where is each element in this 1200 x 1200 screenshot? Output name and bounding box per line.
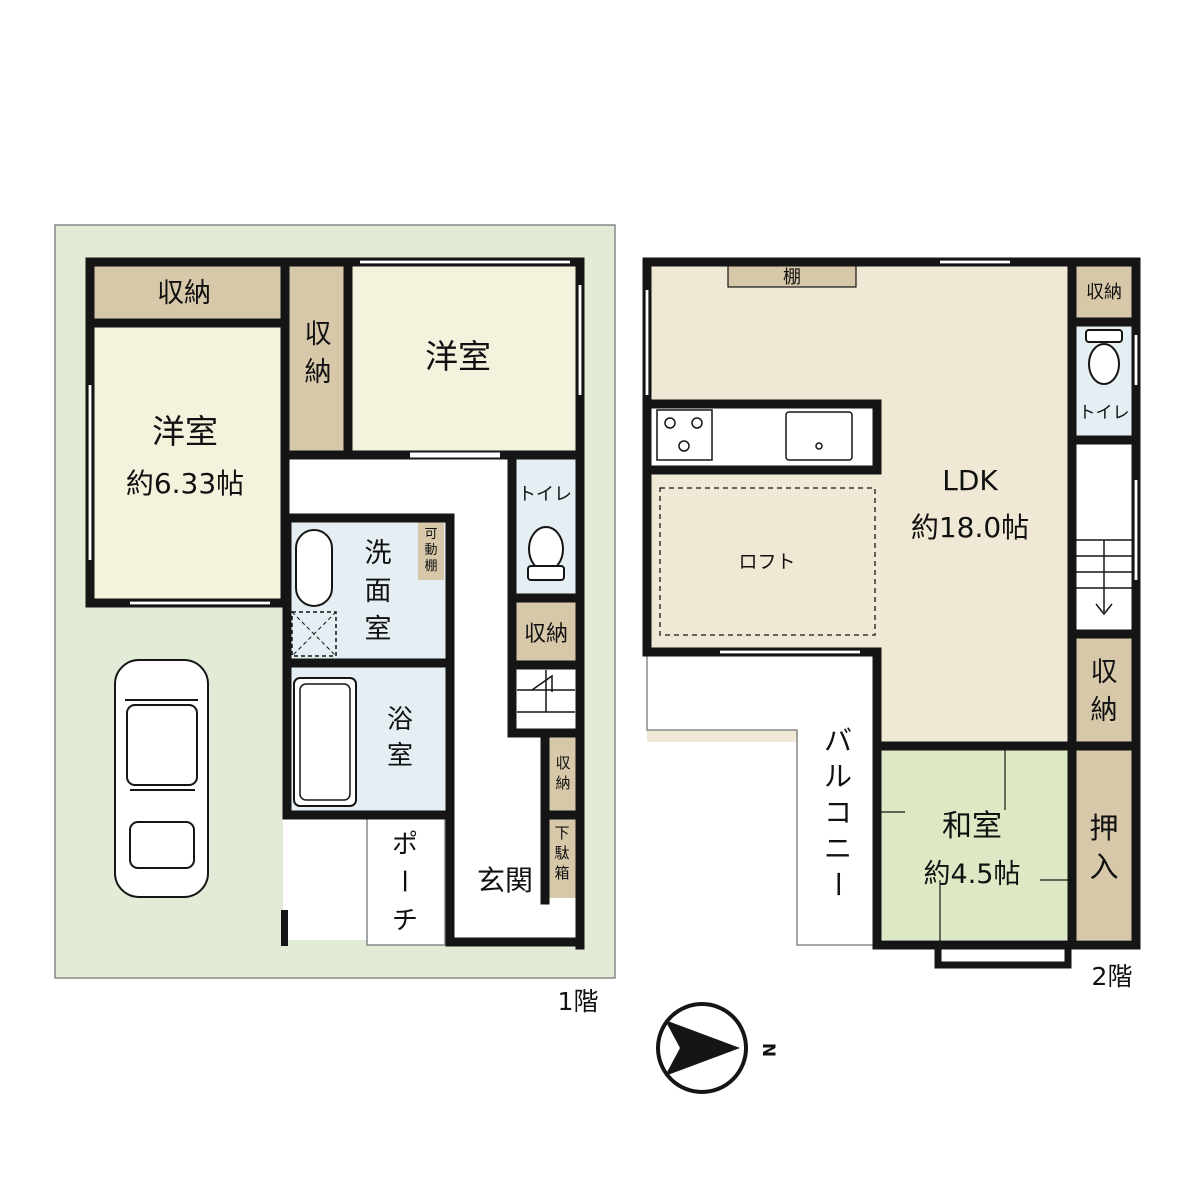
storage-mid-label: 収 納 — [1091, 657, 1118, 726]
bathtub — [293, 677, 357, 807]
japanese-room — [877, 748, 1072, 940]
porch-area — [366, 817, 446, 946]
floor-2 — [642, 257, 1141, 969]
closet-label: 押 入 — [1089, 811, 1118, 884]
car-icon — [114, 659, 209, 898]
svg-text:押: 押 — [1089, 811, 1118, 845]
storage-top-left — [90, 262, 283, 323]
loft-area — [659, 487, 876, 636]
japanese-room-area: 約4.5帖 — [924, 859, 1021, 890]
storage-mid-right — [1072, 634, 1136, 744]
svg-text:洗: 洗 — [365, 538, 392, 569]
washroom-label: 洗 面 室 — [365, 538, 392, 645]
svg-text:浴: 浴 — [387, 705, 413, 735]
svg-text:ル: ル — [824, 760, 852, 793]
shelf-label: 棚 — [783, 267, 801, 288]
storage-top-label: 収納 — [157, 278, 211, 309]
compass-arrow-icon: N — [656, 1002, 778, 1094]
window-sill-2f — [934, 941, 1072, 969]
storage-stair-label: 収納 — [524, 622, 568, 647]
movable-shelf-box — [418, 522, 444, 580]
svg-text:可: 可 — [424, 527, 437, 542]
washing-machine-space — [291, 611, 337, 657]
svg-text:室: 室 — [387, 741, 413, 771]
loft-label: ロフト — [738, 551, 795, 573]
shoe-box-label: 下 駄 箱 — [554, 824, 569, 882]
ldk-lower — [877, 650, 1072, 745]
floor-1 — [54, 224, 616, 979]
toilet-icon-2f — [1085, 329, 1123, 385]
toilet-icon-1f — [527, 526, 565, 581]
windows-floor-1 — [87, 259, 583, 606]
toilet-label-1f: トイレ — [518, 484, 572, 505]
movable-shelf-label: 可 動 棚 — [424, 527, 437, 574]
western-room-right-label: 洋室 — [425, 337, 491, 376]
stairs-floor-1 — [517, 670, 575, 713]
svg-text:箱: 箱 — [554, 864, 569, 882]
stove-icon — [656, 409, 713, 461]
storage-side — [288, 262, 348, 455]
ldk-name: LDK — [942, 464, 998, 497]
svg-text:室: 室 — [365, 614, 392, 645]
floor-2-label: 2階 — [1092, 962, 1133, 991]
toilet-label-2f: トイレ — [1079, 403, 1130, 423]
kitchen-sink-icon — [785, 411, 853, 461]
svg-text:下: 下 — [554, 824, 569, 842]
floor-1-label: 1階 — [558, 987, 599, 1016]
entrance-label: 玄関 — [477, 864, 533, 897]
svg-text:納: 納 — [555, 774, 570, 792]
window-lines-floor-1 — [87, 259, 583, 606]
bath-label: 浴 室 — [387, 705, 413, 771]
svg-text:面: 面 — [365, 576, 392, 607]
western-room-left-area: 約6.33帖 — [126, 467, 244, 500]
western-room-left — [90, 323, 283, 603]
storage-stair-box — [512, 600, 580, 665]
stairs-floor-2 — [1076, 539, 1132, 616]
svg-text:収: 収 — [1091, 657, 1118, 688]
svg-text:ニ: ニ — [824, 832, 852, 865]
closet-box — [1072, 748, 1136, 940]
svg-text:ー: ー — [821, 870, 854, 898]
western-room-left-name: 洋室 — [152, 412, 218, 451]
balcony-label: バ ル コ ニ ー — [821, 724, 854, 898]
svg-text:収: 収 — [555, 754, 570, 772]
porch-label: ポ ー チ — [388, 830, 418, 936]
svg-text:棚: 棚 — [424, 559, 437, 574]
gate-post — [281, 910, 288, 946]
svg-text:ポ: ポ — [392, 830, 418, 860]
shoe-box — [548, 818, 576, 898]
storage-side-label-2: 納 — [305, 357, 332, 388]
svg-text:動: 動 — [424, 543, 437, 558]
sink-basin — [295, 529, 333, 607]
storage-top-right-label: 収納 — [1086, 282, 1122, 303]
svg-text:バ: バ — [824, 724, 852, 757]
ldk-area: 約18.0帖 — [911, 511, 1029, 544]
japanese-room-name: 和室 — [942, 809, 1002, 844]
svg-text:チ: チ — [392, 906, 418, 936]
svg-text:納: 納 — [1091, 695, 1118, 726]
svg-text:コ: コ — [824, 796, 852, 829]
svg-text:ー: ー — [388, 868, 418, 894]
compass-north-label: N — [758, 1043, 778, 1057]
storage-small-label: 収 納 — [555, 754, 570, 792]
storage-side-label-1: 収 — [305, 319, 332, 350]
western-room-right — [348, 262, 580, 455]
svg-text:入: 入 — [1089, 850, 1118, 884]
storage-top-right — [1072, 262, 1136, 320]
storage-small-box — [548, 735, 578, 813]
svg-text:駄: 駄 — [554, 844, 569, 862]
